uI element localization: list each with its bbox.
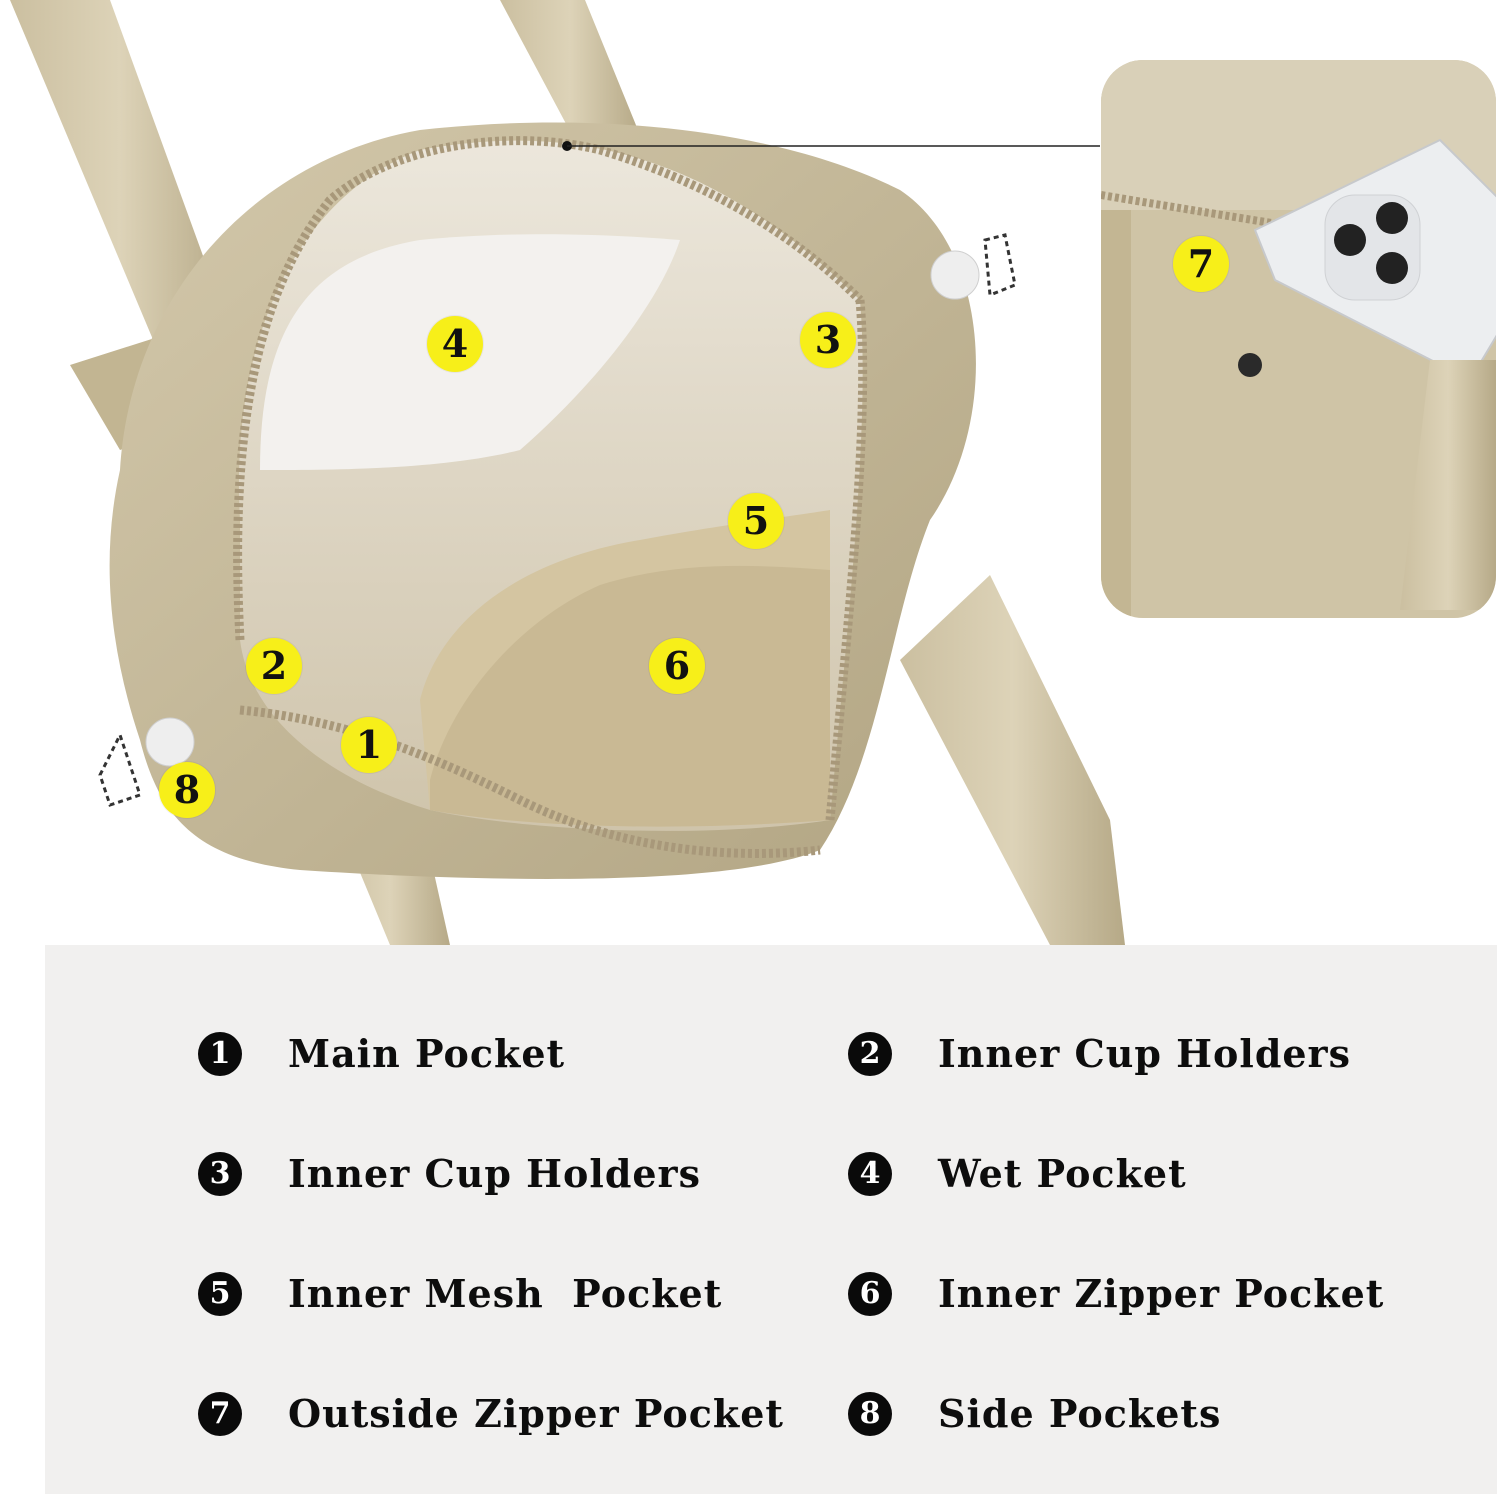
marker-2: 2 — [246, 638, 302, 694]
feature-legend: 1 Main Pocket 2 Inner Cup Holders 3 Inne… — [45, 945, 1497, 1494]
legend-label: Outside Zipper Pocket — [288, 1391, 784, 1436]
legend-item-main-pocket: 1 Main Pocket — [198, 1031, 565, 1076]
marker-6: 6 — [649, 638, 705, 694]
number-badge-3: 3 — [198, 1151, 242, 1196]
marker-5: 5 — [728, 493, 784, 549]
legend-label: Wet Pocket — [938, 1151, 1187, 1196]
number-badge-5: 5 — [198, 1271, 242, 1316]
legend-item-outside-zipper-pocket: 7 Outside Zipper Pocket — [198, 1391, 784, 1436]
bag-photo — [10, 0, 1496, 945]
marker-4: 4 — [427, 316, 483, 372]
marker-8: 8 — [159, 762, 215, 818]
number-badge-8: 8 — [848, 1391, 892, 1436]
legend-item-inner-mesh-pocket: 5 Inner Mesh Pocket — [198, 1271, 722, 1316]
number-badge-4: 4 — [848, 1151, 892, 1196]
number-badge-7: 7 — [198, 1391, 242, 1436]
number-badge-1: 1 — [198, 1031, 242, 1076]
legend-item-inner-cup-holders: 2 Inner Cup Holders — [848, 1031, 1351, 1076]
legend-item-inner-cup-holders: 3 Inner Cup Holders — [198, 1151, 701, 1196]
legend-item-side-pockets: 8 Side Pockets — [848, 1391, 1221, 1436]
legend-label: Inner Zipper Pocket — [938, 1271, 1385, 1316]
legend-label: Inner Cup Holders — [288, 1151, 701, 1196]
legend-label: Inner Cup Holders — [938, 1031, 1351, 1076]
legend-item-inner-zipper-pocket: 6 Inner Zipper Pocket — [848, 1271, 1384, 1316]
number-badge-6: 6 — [848, 1271, 892, 1316]
number-badge-2: 2 — [848, 1031, 892, 1076]
marker-3: 3 — [800, 312, 856, 368]
legend-label: Side Pockets — [938, 1391, 1222, 1436]
marker-7: 7 — [1173, 236, 1229, 292]
marker-1: 1 — [341, 717, 397, 773]
legend-label: Inner Mesh Pocket — [288, 1271, 723, 1316]
legend-label: Main Pocket — [288, 1031, 566, 1076]
legend-item-wet-pocket: 4 Wet Pocket — [848, 1151, 1187, 1196]
